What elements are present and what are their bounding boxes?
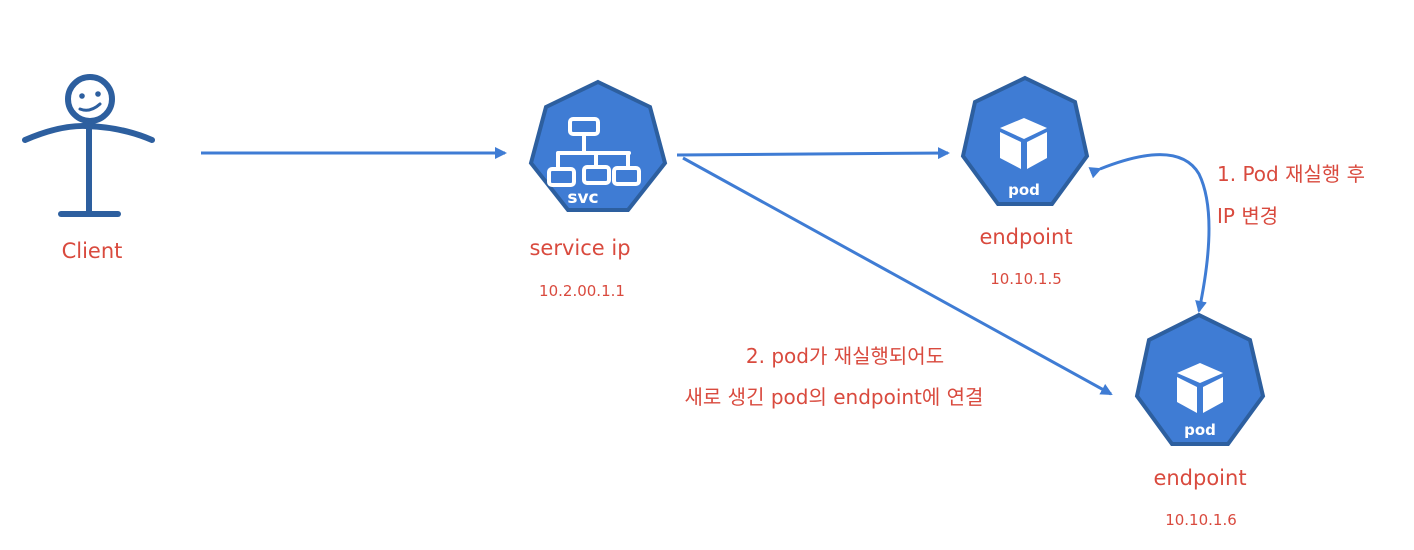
client-smile [78,102,102,112]
client-eye-right [95,91,101,97]
reconnect-note-line-2: 새로 생긴 pod의 endpoint에 연결 [685,385,984,409]
service-icon-text: svc [567,188,598,208]
network-topology-icon [547,117,641,187]
endpoint-bottom-label: endpoint [1153,466,1246,490]
endpoint-ip-change-curve-arrow [1088,153,1211,313]
service-heptagon [528,79,668,212]
endpoint-bottom-icon-text: pod [1184,421,1216,439]
endpoint-top-node: pod [960,75,1090,206]
client-arms [22,122,155,143]
pod-cube-icon [1177,363,1223,413]
service-node: svc [528,79,668,212]
endpoint-bottom-ip: 10.10.1.6 [1165,511,1237,529]
pod-restart-note-line-2: IP 변경 [1217,204,1278,228]
reconnect-note-line-1: 2. pod가 재실행되어도 [746,344,944,368]
service-to-endpoint-bottom-arrow [682,156,1113,396]
endpoint-top-icon-text: pod [1008,181,1040,199]
endpoint-bottom-node: pod [1134,312,1266,446]
service-ip: 10.2.00.1.1 [539,282,625,300]
endpoint-top-ip: 10.10.1.5 [990,270,1062,288]
client-figure [22,74,155,217]
endpoint-top-label: endpoint [979,225,1072,249]
client-eye-left [79,93,85,99]
pod-restart-note-line-1: 1. Pod 재실행 후 [1217,162,1365,186]
service-label: service ip [529,236,630,260]
client-head [65,74,115,124]
service-to-endpoint-top-arrow [676,147,950,160]
client-label: Client [62,239,123,263]
pod-cube-icon [1000,118,1047,169]
endpoint-top-heptagon [960,75,1090,206]
